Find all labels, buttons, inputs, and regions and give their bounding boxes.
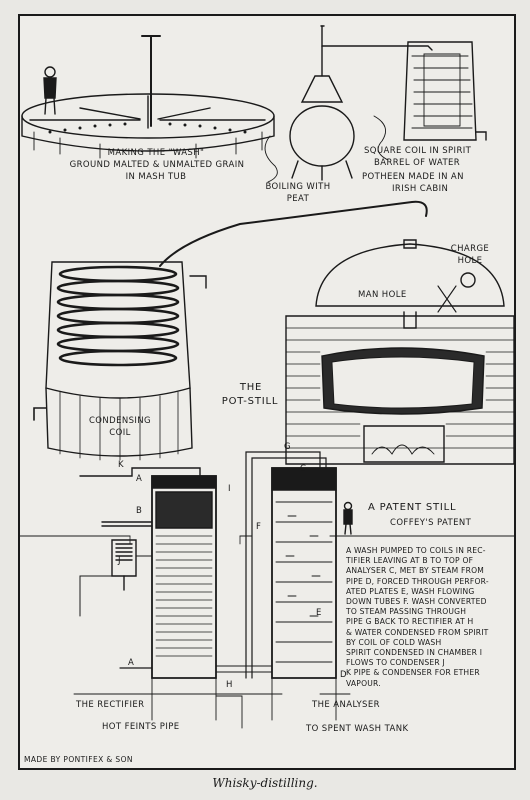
letter-j: J <box>118 556 121 566</box>
furnace-still-drawing <box>285 239 514 465</box>
legend-line: FLOWS TO CONDENSER J <box>346 658 445 668</box>
label-ground-malted: GROUND MALTED & UNMALTED GRAIN <box>69 160 245 170</box>
mash-tub-drawing <box>21 35 275 159</box>
label-potheen-1: POTHEEN MADE IN AN <box>362 172 464 182</box>
label-hole: HOLE <box>457 256 483 266</box>
engraving-drawing <box>20 25 514 729</box>
letter-d: D <box>340 670 347 680</box>
label-patent-still: A PATENT STILL <box>368 502 457 513</box>
label-the-rectifier: THE RECTIFIER <box>76 700 145 710</box>
figure-caption: Whisky-distilling. <box>212 776 318 790</box>
label-charge: CHARGE <box>450 244 490 254</box>
pot-still-coil-drawing <box>33 200 428 461</box>
label-man-hole: MAN HOLE <box>358 290 407 300</box>
legend-line: PIPE D, FORCED THROUGH PERFOR- <box>346 576 489 586</box>
letter-f: F <box>256 522 262 532</box>
letter-a-bottom: A <box>128 658 135 668</box>
legend-line: PIPE G BACK TO RECTIFIER AT H <box>346 617 474 627</box>
legend-line: VAPOUR. <box>346 678 381 688</box>
letter-i: I <box>228 484 231 494</box>
letter-b: B <box>136 506 143 516</box>
label-in-mash-tub: IN MASH TUB <box>125 172 187 182</box>
label-boiling-with: BOILING WITH <box>265 182 331 192</box>
label-coil: COIL <box>109 428 131 438</box>
legend-line: & WATER CONDENSED FROM SPIRIT <box>346 627 489 637</box>
legend-line: BY COIL OF COLD WASH <box>346 637 442 647</box>
illustration-plate: MAKING THE "WASH" GROUND MALTED & UNMALT… <box>18 14 516 770</box>
label-to-spent-wash-tank: TO SPENT WASH TANK <box>306 724 409 734</box>
label-hot-feints-pipe: HOT FEINTS PIPE <box>102 722 180 732</box>
label-square-coil: SQUARE COIL IN SPIRIT <box>364 146 472 156</box>
letter-k: K <box>118 460 124 470</box>
label-coffeys-patent: COFFEY'S PATENT <box>390 518 472 528</box>
label-making-wash: MAKING THE "WASH" <box>107 148 205 158</box>
legend-line: ANALYSER C, MET BY STEAM FROM <box>346 566 485 576</box>
letter-g: G <box>284 442 291 452</box>
legend-line: SPIRIT CONDENSED IN CHAMBER I <box>346 648 483 658</box>
label-pot-still: POT-STILL <box>221 396 279 407</box>
label-made-by: MADE BY PONTIFEX & SON <box>24 755 133 764</box>
label-the: THE <box>239 382 263 393</box>
legend-line: DOWN TUBES F. WASH CONVERTED <box>346 597 487 607</box>
letter-e: E <box>316 608 322 618</box>
label-potheen-2: IRISH CABIN <box>392 184 449 194</box>
potheen-still-drawing <box>264 25 487 183</box>
legend-text: A WASH PUMPED TO COILS IN REC- TIFIER LE… <box>346 546 489 689</box>
label-the-analyser: THE ANALYSER <box>312 700 380 710</box>
letter-c: C <box>300 464 307 474</box>
legend-line: TIFIER LEAVING AT B TO TOP OF <box>346 556 474 566</box>
patent-still-drawing <box>20 451 514 729</box>
label-barrel-of-water: BARREL OF WATER <box>374 158 461 168</box>
label-peat: PEAT <box>286 194 310 204</box>
label-condensing: CONDENSING <box>88 416 152 426</box>
legend-line: A WASH PUMPED TO COILS IN REC- <box>346 546 486 555</box>
legend-line: K PIPE & CONDENSER FOR ETHER <box>346 668 480 678</box>
legend-line: ATED PLATES E, WASH FLOWING <box>346 586 475 596</box>
letter-a-top: A <box>136 474 143 484</box>
legend-line: TO STEAM PASSING THROUGH <box>346 607 467 617</box>
letter-h: H <box>226 680 233 690</box>
